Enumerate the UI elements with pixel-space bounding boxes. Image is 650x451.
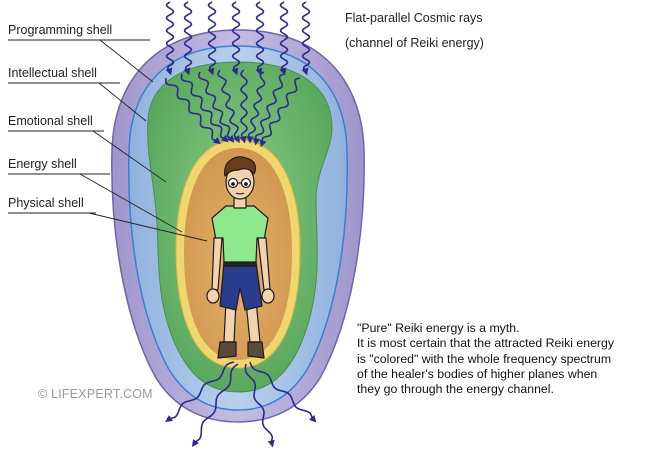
note-line-5: they go through the energy channel. [357, 382, 554, 397]
incoming-ray [279, 1, 289, 76]
reiki-note: "Pure" Reiki energy is a myth. It is mos… [357, 321, 647, 397]
rays-title-line1: Flat-parallel Cosmic rays [345, 11, 483, 25]
outgoing-ray [165, 361, 235, 422]
note-line-1: "Pure" Reiki energy is a myth. [357, 321, 520, 335]
incoming-ray [207, 1, 217, 76]
incoming-ray [301, 1, 311, 76]
converging-ray [217, 69, 240, 144]
converging-ray [198, 71, 235, 143]
converging-ray [259, 77, 301, 148]
label-emotional-shell: Emotional shell [8, 114, 93, 128]
incoming-ray [231, 1, 241, 76]
label-physical-shell: Physical shell [8, 196, 84, 210]
converging-ray [165, 77, 221, 145]
outgoing-ray [244, 363, 275, 448]
label-programming-shell: Programming shell [8, 23, 113, 37]
note-line-3: is "colored" with the whole frequency sp… [357, 351, 612, 366]
outgoing-ray [249, 361, 317, 423]
note-line-2: It is most certain that the attracted Re… [357, 336, 614, 351]
outgoing-energy-rays [165, 361, 317, 448]
label-leader-lines [8, 39, 208, 242]
converging-ray [239, 69, 248, 144]
incoming-ray [165, 1, 175, 76]
label-intellectual-shell: Intellectual shell [8, 66, 97, 80]
human-figure [206, 156, 275, 359]
incoming-cosmic-rays [165, 1, 311, 148]
converging-ray [180, 73, 229, 143]
outgoing-ray [191, 363, 239, 447]
incoming-ray [183, 1, 193, 76]
label-energy-shell: Energy shell [8, 157, 77, 171]
rays-title-line2: (channel of Reiki energy) [345, 36, 484, 50]
copyright-text: © LIFEXPERT.COM [38, 387, 153, 401]
note-line-4: of the healer's bodies of higher planes … [357, 366, 598, 381]
converging-ray [246, 71, 266, 144]
incoming-ray [255, 1, 265, 76]
converging-ray [253, 73, 285, 146]
